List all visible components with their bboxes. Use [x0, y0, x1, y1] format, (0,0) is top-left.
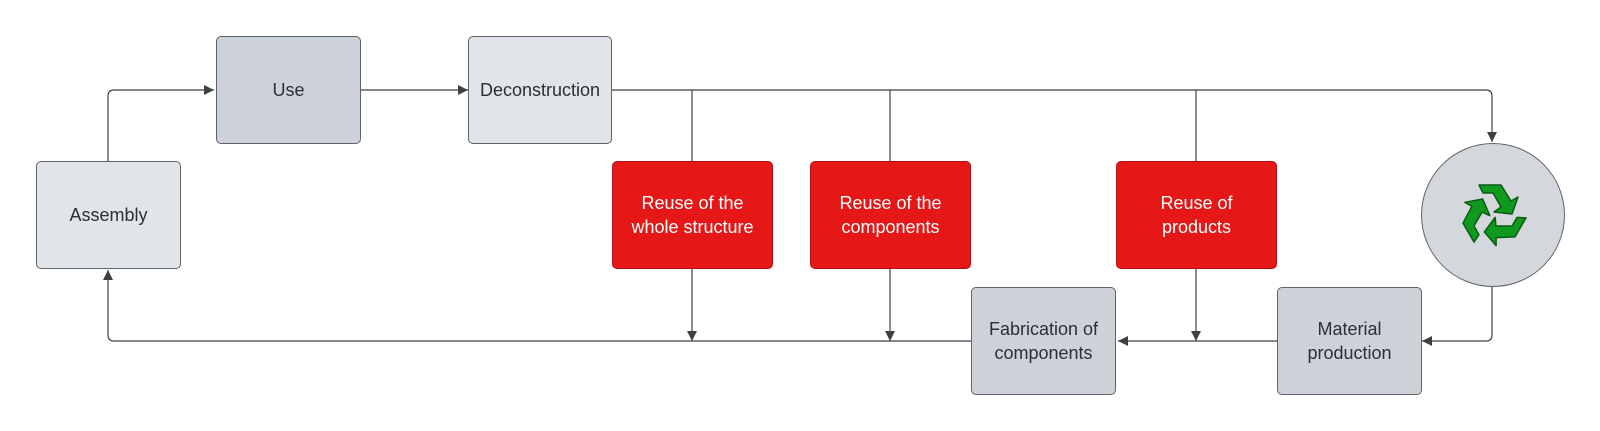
- connector-recycling-material: [1422, 287, 1493, 346]
- node-assembly-label: Assembly: [69, 205, 148, 225]
- node-reuse-components: Reuse of the components: [810, 161, 971, 269]
- node-material-production: Material production: [1277, 287, 1422, 395]
- node-material-production-label: Material production: [1307, 319, 1392, 363]
- node-reuse-products-label: Reuse of products: [1160, 193, 1233, 237]
- node-reuse-components-label: Reuse of the components: [839, 193, 942, 237]
- node-fabrication: Fabrication of components: [971, 287, 1116, 395]
- connector-fabrication-assembly: [103, 270, 971, 342]
- node-reuse-products: Reuse of products: [1116, 161, 1277, 269]
- recycle-icon: [1453, 184, 1527, 253]
- node-reuse-structure: Reuse of the whole structure: [612, 161, 773, 269]
- node-recycling: [1421, 143, 1565, 287]
- node-deconstruction-label: Deconstruction: [479, 80, 601, 100]
- connector-assembly-use: [107, 85, 214, 161]
- node-reuse-structure-label: Reuse of the whole structure: [631, 193, 754, 237]
- node-use-label: Use: [272, 80, 305, 100]
- connector-deconstruction-recycling: [612, 89, 1497, 142]
- node-assembly: Assembly: [36, 161, 181, 269]
- node-fabrication-label: Fabrication of components: [988, 319, 1099, 363]
- node-use: Use: [216, 36, 361, 144]
- node-deconstruction: Deconstruction: [468, 36, 612, 144]
